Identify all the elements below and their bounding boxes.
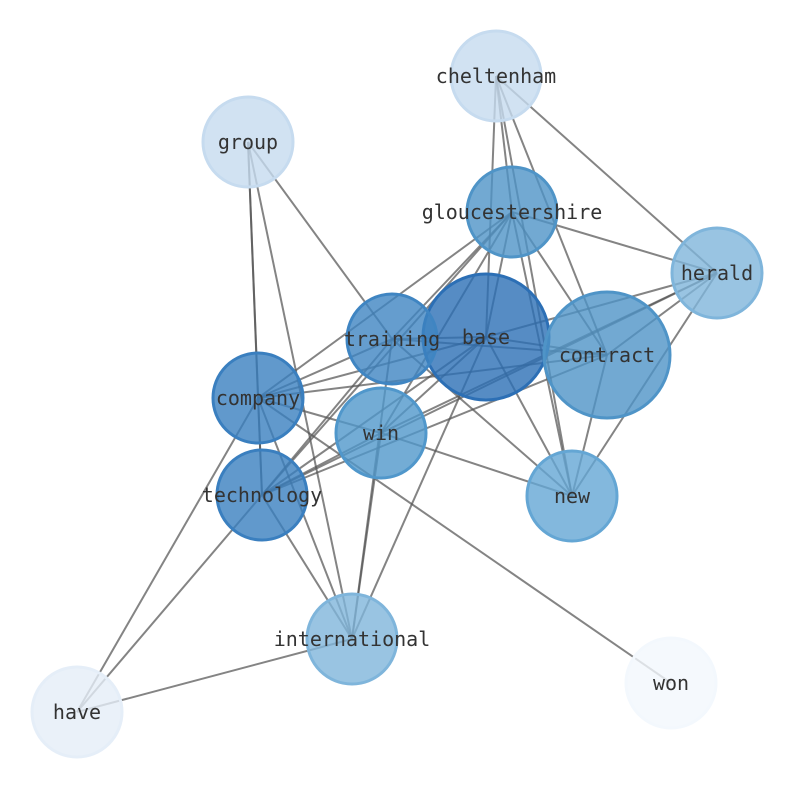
edge-international-have <box>76 638 353 713</box>
node-circle-training <box>345 292 439 386</box>
node-label-technology: technology <box>202 483 322 507</box>
edge-company-won <box>257 397 672 684</box>
node-circle-cheltenham <box>449 29 543 123</box>
node-win: win <box>334 386 428 480</box>
node-base: base <box>421 272 551 402</box>
node-label-training: training <box>344 327 440 351</box>
edge-technology-have <box>76 494 263 713</box>
node-circle-group <box>201 95 295 189</box>
node-contract: contract <box>542 290 672 420</box>
edge-cheltenham-new <box>495 75 573 497</box>
node-circle-won <box>624 636 718 730</box>
node-circle-win <box>334 386 428 480</box>
node-circle-herald <box>670 226 764 320</box>
nodes-layer: cheltenham group gloucestershire herald base… <box>30 29 764 759</box>
node-company: company <box>211 351 305 445</box>
edge-company-have <box>76 397 259 713</box>
node-circle-company <box>211 351 305 445</box>
node-label-gloucestershire: gloucestershire <box>422 200 603 224</box>
node-gloucestershire: gloucestershire <box>422 165 603 259</box>
node-label-base: base <box>462 325 510 349</box>
node-circle-technology <box>215 448 309 542</box>
node-circle-new <box>525 449 619 543</box>
node-label-win: win <box>363 421 399 445</box>
node-label-cheltenham: cheltenham <box>436 64 556 88</box>
node-label-won: won <box>653 671 689 695</box>
node-label-contract: contract <box>559 343 655 367</box>
node-label-group: group <box>218 130 278 154</box>
node-circle-contract <box>542 290 672 420</box>
node-training: training <box>344 292 440 386</box>
node-cheltenham: cheltenham <box>436 29 556 123</box>
node-label-herald: herald <box>681 261 753 285</box>
node-circle-have <box>30 665 124 759</box>
node-herald: herald <box>670 226 764 320</box>
node-circle-international <box>305 592 399 686</box>
node-label-new: new <box>554 484 591 508</box>
node-label-have: have <box>53 700 101 724</box>
node-new: new <box>525 449 619 543</box>
node-label-international: international <box>274 627 431 651</box>
edge-cheltenham-herald <box>495 75 718 274</box>
node-international: international <box>274 592 431 686</box>
node-circle-gloucestershire <box>465 165 559 259</box>
node-have: have <box>30 665 124 759</box>
node-technology: technology <box>202 448 322 542</box>
node-group: group <box>201 95 295 189</box>
node-label-company: company <box>216 386 300 410</box>
node-won: won <box>624 636 718 730</box>
